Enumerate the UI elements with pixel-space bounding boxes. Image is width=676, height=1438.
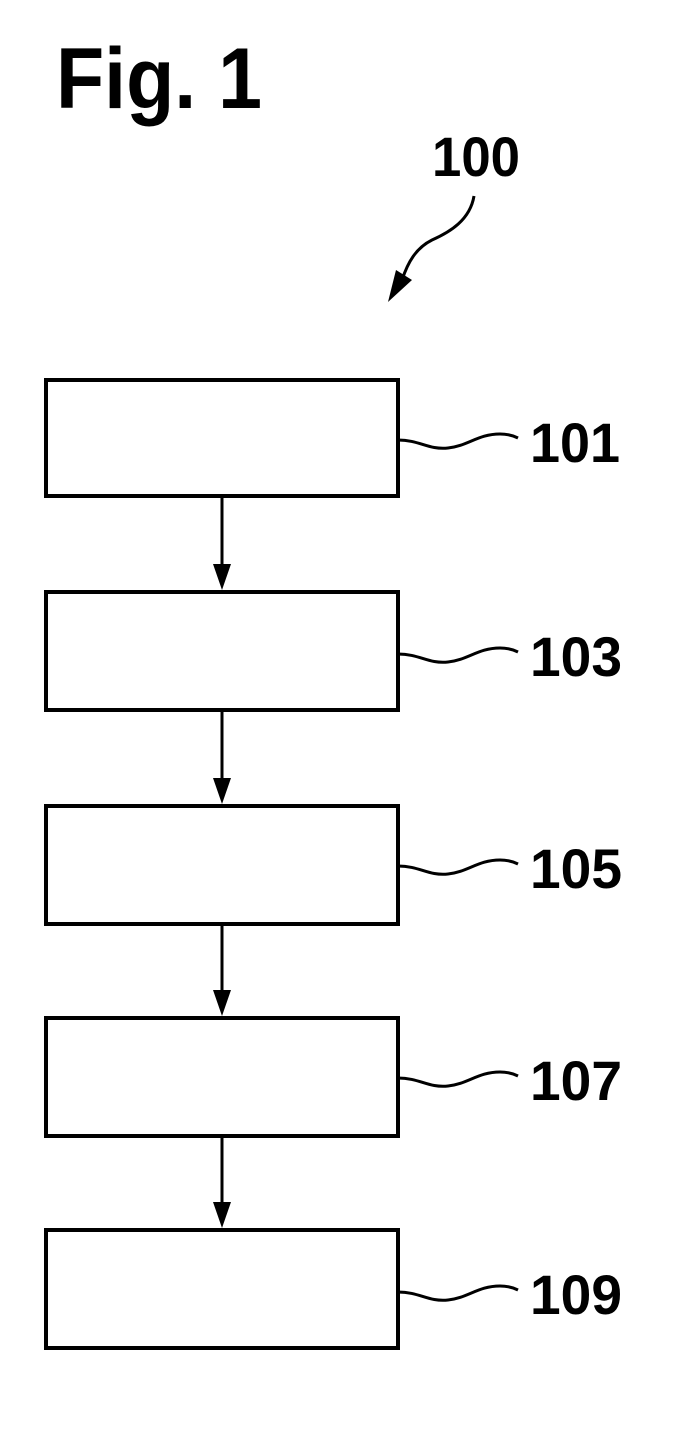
step-label-109: 109: [530, 1263, 622, 1326]
figure-reference-label: 100: [432, 125, 520, 188]
step-label-103: 103: [530, 625, 622, 688]
arrowhead-103-105: [213, 778, 231, 804]
step-label-105: 105: [530, 837, 622, 900]
figure-reference-arrowhead: [388, 270, 412, 302]
step-label-101: 101: [530, 411, 620, 474]
arrowhead-107-109: [213, 1202, 231, 1228]
figure-reference-leader: [400, 195, 476, 281]
step-box-105: [44, 804, 400, 926]
leader-line-103: [397, 646, 519, 664]
step-box-107: [44, 1016, 400, 1138]
figure-title: Fig. 1: [56, 31, 262, 127]
step-box-109: [44, 1228, 400, 1350]
leader-line-109: [397, 1284, 519, 1302]
step-box-101: [44, 378, 400, 498]
arrowhead-105-107: [213, 990, 231, 1016]
leader-line-101: [397, 432, 519, 450]
step-box-103: [44, 590, 400, 712]
step-label-107: 107: [530, 1049, 622, 1112]
arrowhead-101-103: [213, 564, 231, 590]
leader-line-105: [397, 858, 519, 876]
leader-line-107: [397, 1070, 519, 1088]
